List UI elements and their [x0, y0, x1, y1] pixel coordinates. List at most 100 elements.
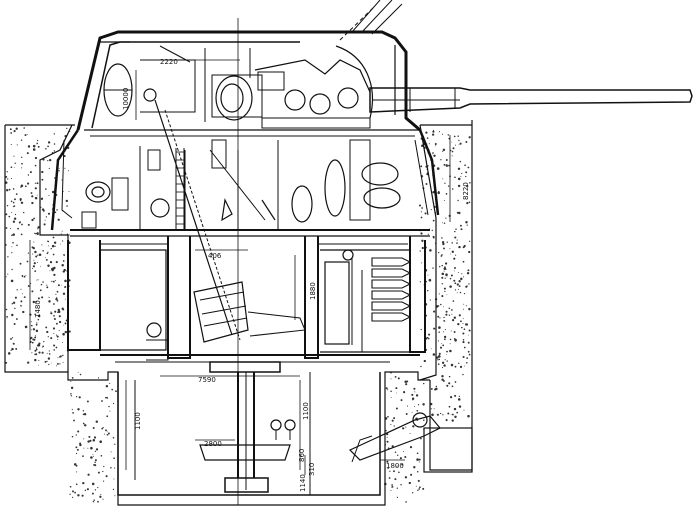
concrete-speck [55, 298, 58, 301]
concrete-speck [31, 195, 34, 198]
concrete-speck [409, 445, 413, 449]
concrete-speck [97, 500, 99, 503]
concrete-speck [467, 414, 470, 418]
concrete-speck [37, 318, 40, 321]
concrete-speck [34, 250, 37, 254]
concrete-speck [42, 345, 45, 348]
concrete-speck [453, 407, 457, 411]
concrete-speck [75, 446, 78, 449]
concrete-speck [20, 233, 23, 236]
concrete-speck [86, 400, 89, 403]
concrete-speck [35, 323, 38, 326]
concrete-speck [19, 262, 22, 265]
concrete-speck [400, 483, 402, 486]
concrete-speck [32, 328, 36, 331]
concrete-speck [13, 205, 16, 207]
concrete-speck [455, 228, 457, 230]
concrete-speck [68, 285, 70, 287]
concrete-speck [75, 483, 78, 486]
concrete-speck [446, 350, 448, 353]
concrete-speck [456, 292, 458, 294]
concrete-speck [34, 232, 36, 235]
projectile-rack-slot [371, 257, 412, 267]
concrete-speck [66, 270, 68, 272]
concrete-speck [75, 464, 78, 467]
concrete-speck [55, 293, 57, 295]
concrete-speck [20, 139, 23, 141]
concrete-speck [49, 297, 51, 299]
concrete-speck [456, 211, 459, 214]
concrete-speck [55, 322, 58, 325]
concrete-speck [395, 387, 398, 390]
concrete-speck [414, 391, 416, 393]
concrete-speck [14, 198, 16, 201]
concrete-speck [54, 310, 57, 313]
concrete-speck [451, 250, 454, 253]
concrete-speck [16, 289, 18, 291]
concrete-speck [62, 362, 64, 364]
concrete-speck [425, 183, 428, 185]
concrete-speck [443, 364, 446, 367]
concrete-speck [448, 314, 451, 316]
concrete-speck [13, 130, 16, 133]
concrete-speck [7, 256, 9, 258]
concrete-speck [428, 143, 430, 145]
concrete-speck [394, 451, 397, 453]
concrete-speck [72, 412, 74, 414]
concrete-speck [6, 317, 8, 319]
concrete-speck [50, 311, 52, 313]
concrete-speck [462, 317, 464, 319]
concrete-speck [430, 387, 433, 390]
concrete-speck [413, 387, 416, 390]
concrete-speck [440, 343, 442, 344]
concrete-speck [458, 362, 460, 364]
concrete-speck [26, 152, 29, 155]
concrete-speck [31, 290, 34, 293]
concrete-speck [445, 313, 448, 316]
concrete-speck [468, 329, 471, 332]
concrete-speck [448, 375, 451, 378]
dim-7590: 7590 [198, 376, 216, 384]
concrete-speck [385, 430, 387, 432]
concrete-speck [441, 295, 444, 297]
concrete-speck [76, 471, 78, 473]
concrete-speck [466, 202, 469, 205]
concrete-speck [20, 304, 22, 307]
concrete-speck [87, 440, 90, 443]
concrete-speck [48, 167, 50, 170]
concrete-speck [57, 338, 59, 341]
concrete-speck [15, 127, 18, 130]
concrete-speck [52, 267, 55, 270]
concrete-speck [63, 155, 66, 158]
concrete-speck [69, 485, 72, 488]
concrete-speck [422, 403, 425, 406]
concrete-speck [460, 228, 463, 231]
concrete-speck [439, 346, 443, 349]
concrete-speck [14, 162, 16, 164]
concrete-speck [20, 167, 23, 169]
concrete-speck [82, 410, 85, 412]
concrete-speck [462, 323, 464, 325]
concrete-speck [101, 427, 104, 430]
concrete-speck [56, 362, 59, 365]
concrete-speck [22, 310, 25, 314]
concrete-speck [7, 352, 11, 355]
concrete-speck [463, 292, 466, 295]
concrete-speck [20, 201, 24, 205]
concrete-speck [393, 470, 395, 473]
concrete-speck [414, 406, 416, 407]
concrete-speck [73, 419, 75, 422]
concrete-speck [412, 425, 415, 428]
concrete-speck [64, 285, 67, 289]
concrete-speck [468, 334, 469, 336]
concrete-speck [445, 217, 447, 219]
concrete-speck [467, 269, 470, 272]
concrete-speck [385, 387, 388, 390]
concrete-speck [100, 493, 102, 496]
concrete-speck [112, 488, 115, 491]
concrete-speck [27, 252, 29, 254]
concrete-speck [37, 145, 40, 148]
concrete-speck [99, 495, 102, 498]
concrete-speck [445, 159, 448, 161]
concrete-speck [35, 233, 37, 235]
